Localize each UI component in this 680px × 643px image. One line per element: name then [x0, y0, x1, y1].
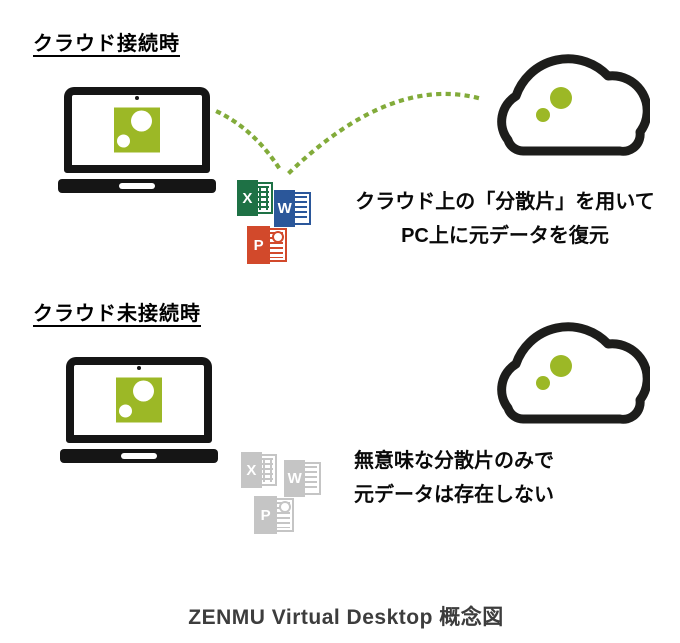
laptop-icon: [58, 87, 216, 193]
fragment-dot-small: [536, 108, 550, 122]
excel-letter: X: [237, 180, 258, 216]
zenmu-logo-small-circle: [117, 134, 130, 148]
zenmu-logo-small-circle: [119, 404, 132, 418]
word-letter: W: [274, 190, 296, 227]
fragment-dot-small: [536, 376, 550, 390]
zenmu-logo-icon: [114, 107, 160, 153]
dotted-arc-files-to-cloud: [287, 91, 485, 175]
description-line-2: PC上に元データを復元: [401, 225, 609, 247]
powerpoint-icon: P: [247, 226, 287, 264]
webcam-icon: [137, 366, 141, 370]
description-line-2: 元データは存在しない: [354, 484, 554, 506]
cloud-outline: [497, 54, 650, 156]
description-cloud-disconnected: 無意味な分散片のみで 元データは存在しない: [340, 451, 568, 505]
zenmu-logo-big-circle: [133, 380, 154, 402]
dotted-arc-laptop-to-files: [215, 109, 284, 174]
powerpoint-letter: P: [254, 496, 278, 534]
description-line-1: クラウド上の「分散片」を用いて: [355, 191, 655, 213]
laptop-screen: [64, 87, 210, 173]
laptop-base: [60, 449, 218, 463]
laptop-screen: [66, 357, 212, 443]
cloud-icon: [497, 322, 650, 424]
description-line-1: 無意味な分散片のみで: [354, 450, 554, 472]
section-title-cloud-connected: クラウド接続時: [33, 33, 180, 55]
laptop-base: [58, 179, 216, 193]
cloud-icon: [497, 54, 650, 156]
powerpoint-letter: P: [247, 226, 271, 264]
excel-icon-grayed: X: [241, 452, 277, 488]
laptop-trackpad-slot: [121, 453, 157, 459]
excel-letter: X: [241, 452, 262, 488]
fragment-dot-large: [550, 87, 572, 109]
word-letter: W: [284, 460, 306, 497]
cloud-outline: [497, 322, 650, 424]
zenmu-logo-icon: [116, 377, 162, 423]
fragment-dot-large: [550, 355, 572, 377]
description-cloud-connected: クラウド上の「分散片」を用いて PC上に元データを復元: [338, 192, 672, 246]
laptop-trackpad-slot: [119, 183, 155, 189]
powerpoint-icon-grayed: P: [254, 496, 294, 534]
section-title-cloud-disconnected: クラウド未接続時: [33, 303, 201, 325]
word-icon-grayed: W: [284, 460, 321, 497]
word-icon: W: [274, 190, 311, 227]
excel-icon: X: [237, 180, 273, 216]
diagram-caption: ZENMU Virtual Desktop 概念図: [188, 606, 504, 629]
webcam-icon: [135, 96, 139, 100]
laptop-icon: [60, 357, 218, 463]
zenmu-logo-big-circle: [131, 110, 152, 132]
